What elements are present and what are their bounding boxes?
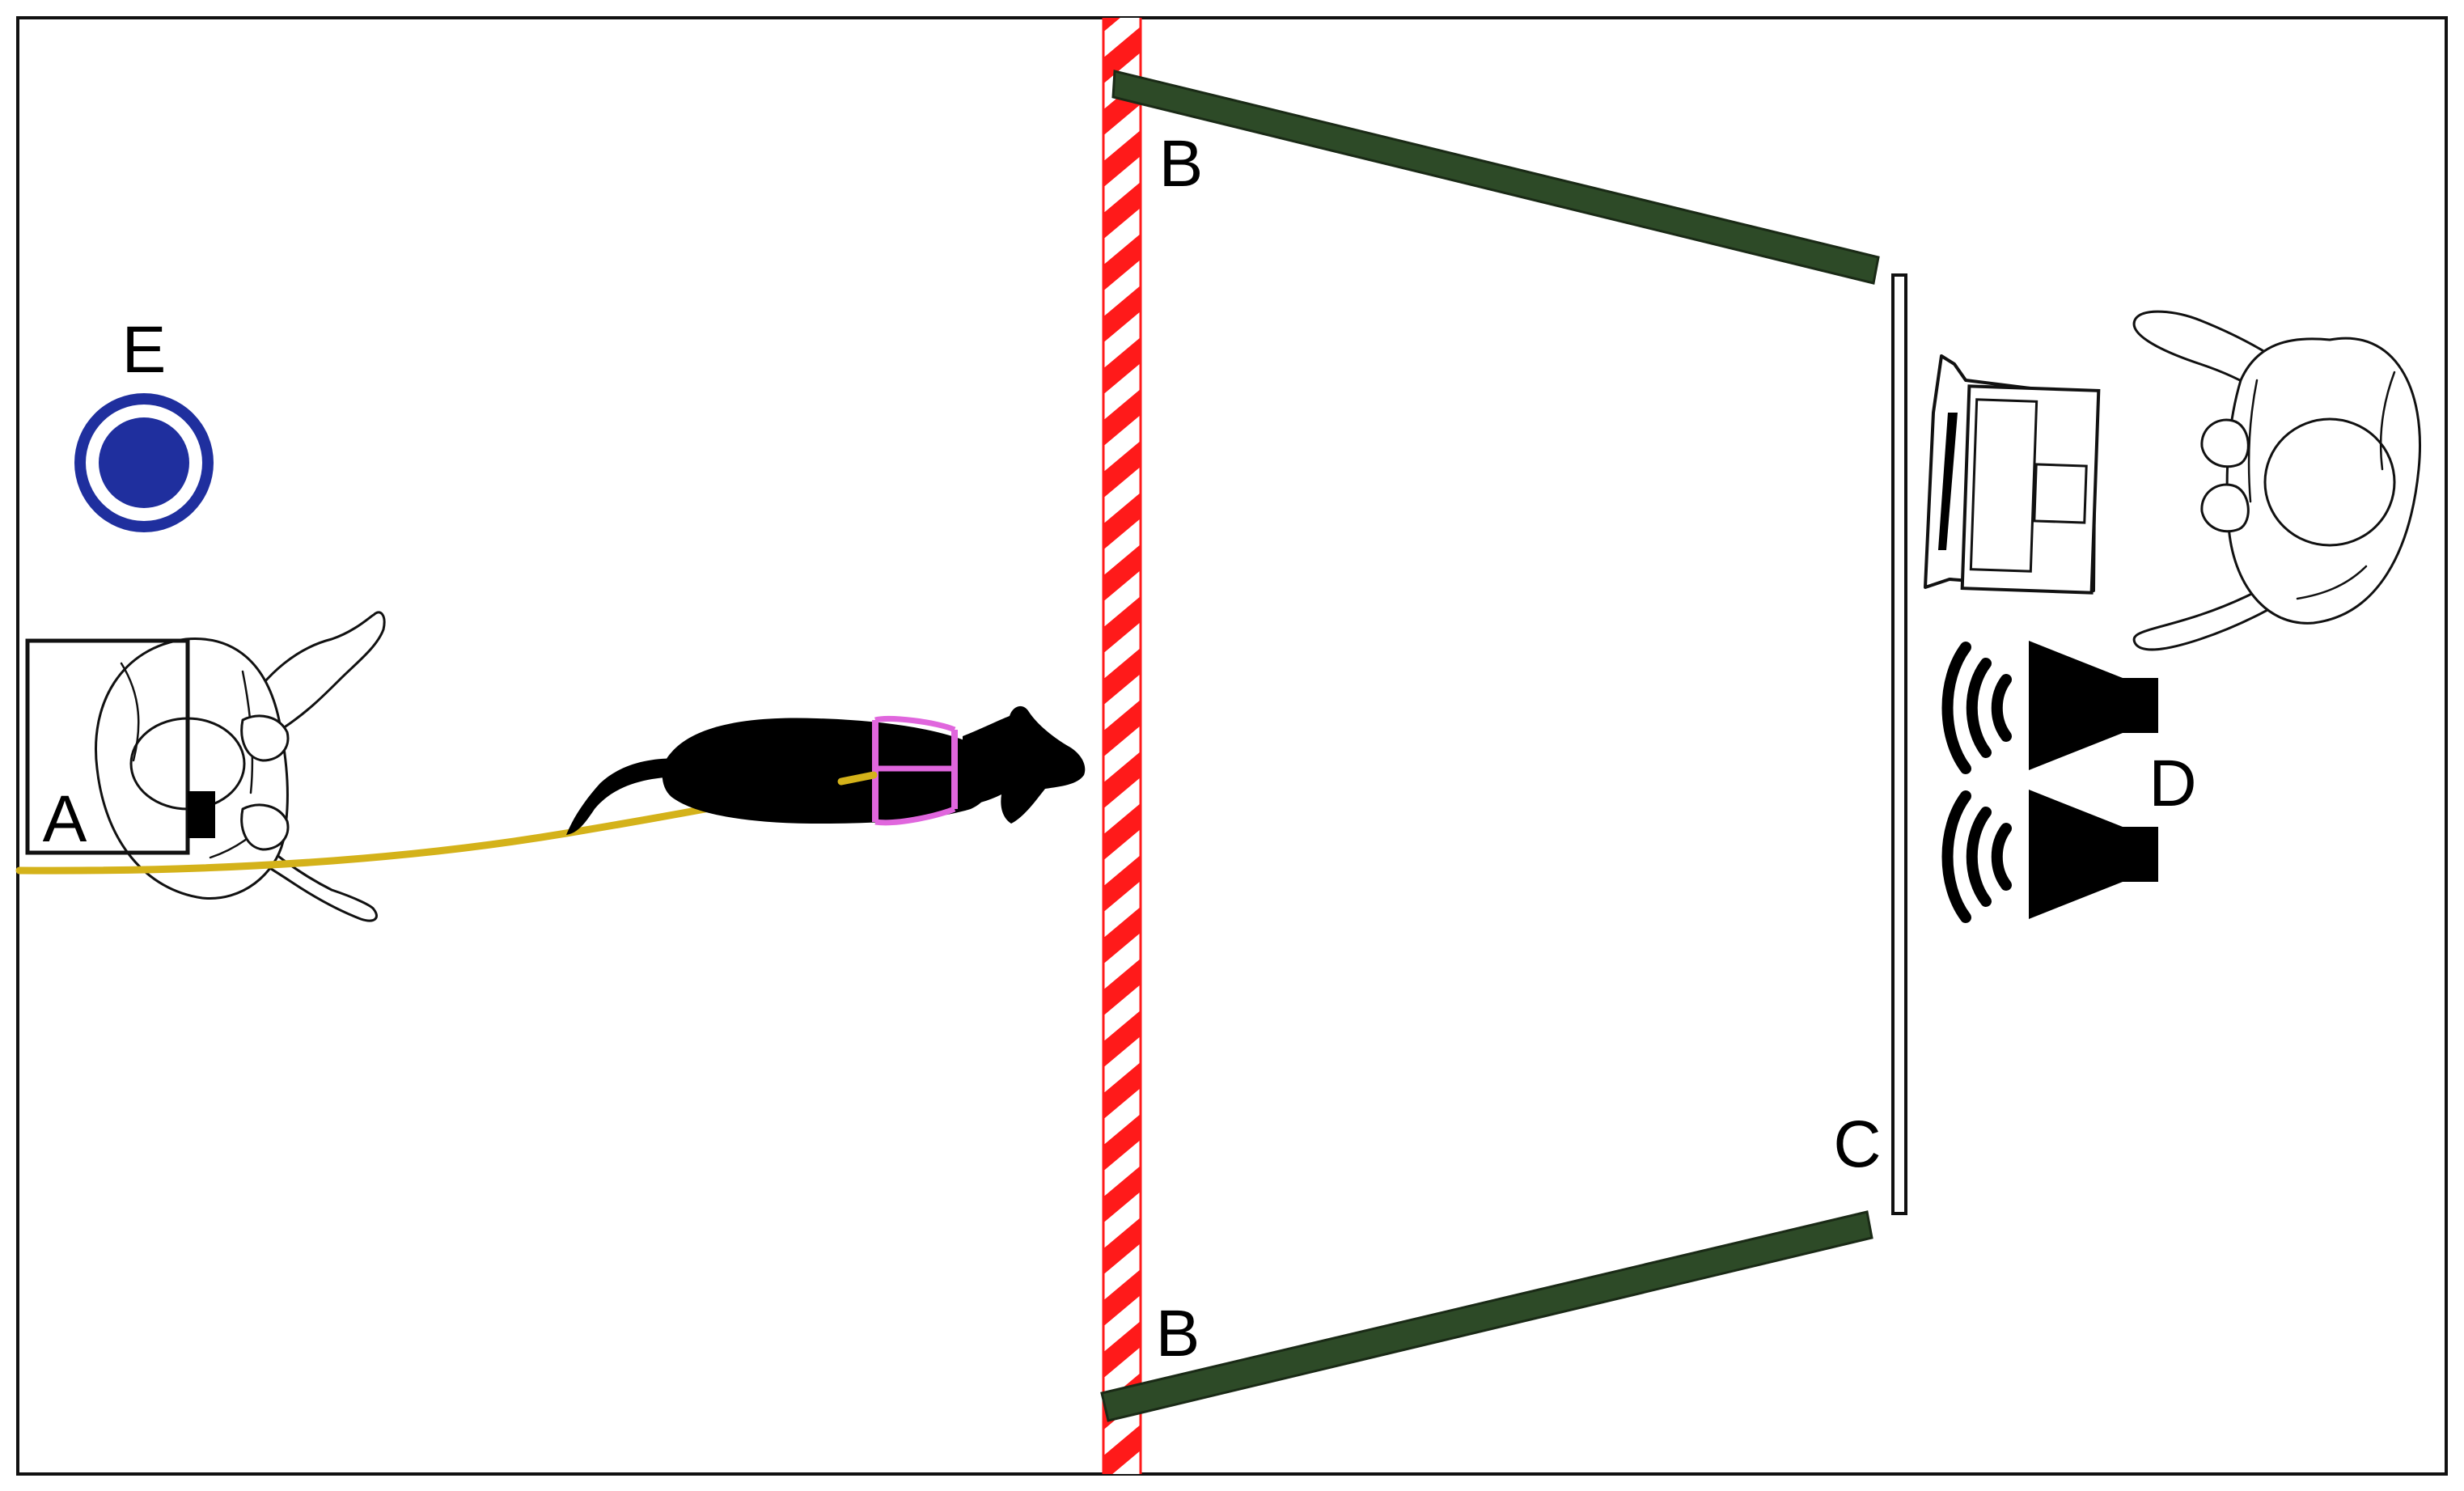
device-small xyxy=(188,791,215,838)
person-top-view-icon xyxy=(2132,310,2421,651)
label-b-bottom: B xyxy=(1156,1297,1200,1370)
speaker-icon xyxy=(1941,790,2158,923)
label-d: D xyxy=(2149,747,2196,820)
label-e: E xyxy=(122,313,167,387)
screen-panel xyxy=(1891,273,1907,1215)
speaker-icon xyxy=(1941,641,2158,774)
marker-icon xyxy=(74,393,214,532)
dog-top-view-icon xyxy=(566,705,1086,835)
person-top-view-icon xyxy=(95,611,386,922)
leash-end xyxy=(837,771,878,786)
panel-bottom xyxy=(1100,1210,1873,1422)
start-box xyxy=(25,638,190,855)
label-b-top: B xyxy=(1159,127,1204,201)
label-a: A xyxy=(43,782,87,856)
laptop-icon xyxy=(1924,354,2101,595)
label-c: C xyxy=(1833,1108,1881,1181)
panel-top xyxy=(1111,70,1880,285)
striped-barrier xyxy=(1102,18,1142,1474)
